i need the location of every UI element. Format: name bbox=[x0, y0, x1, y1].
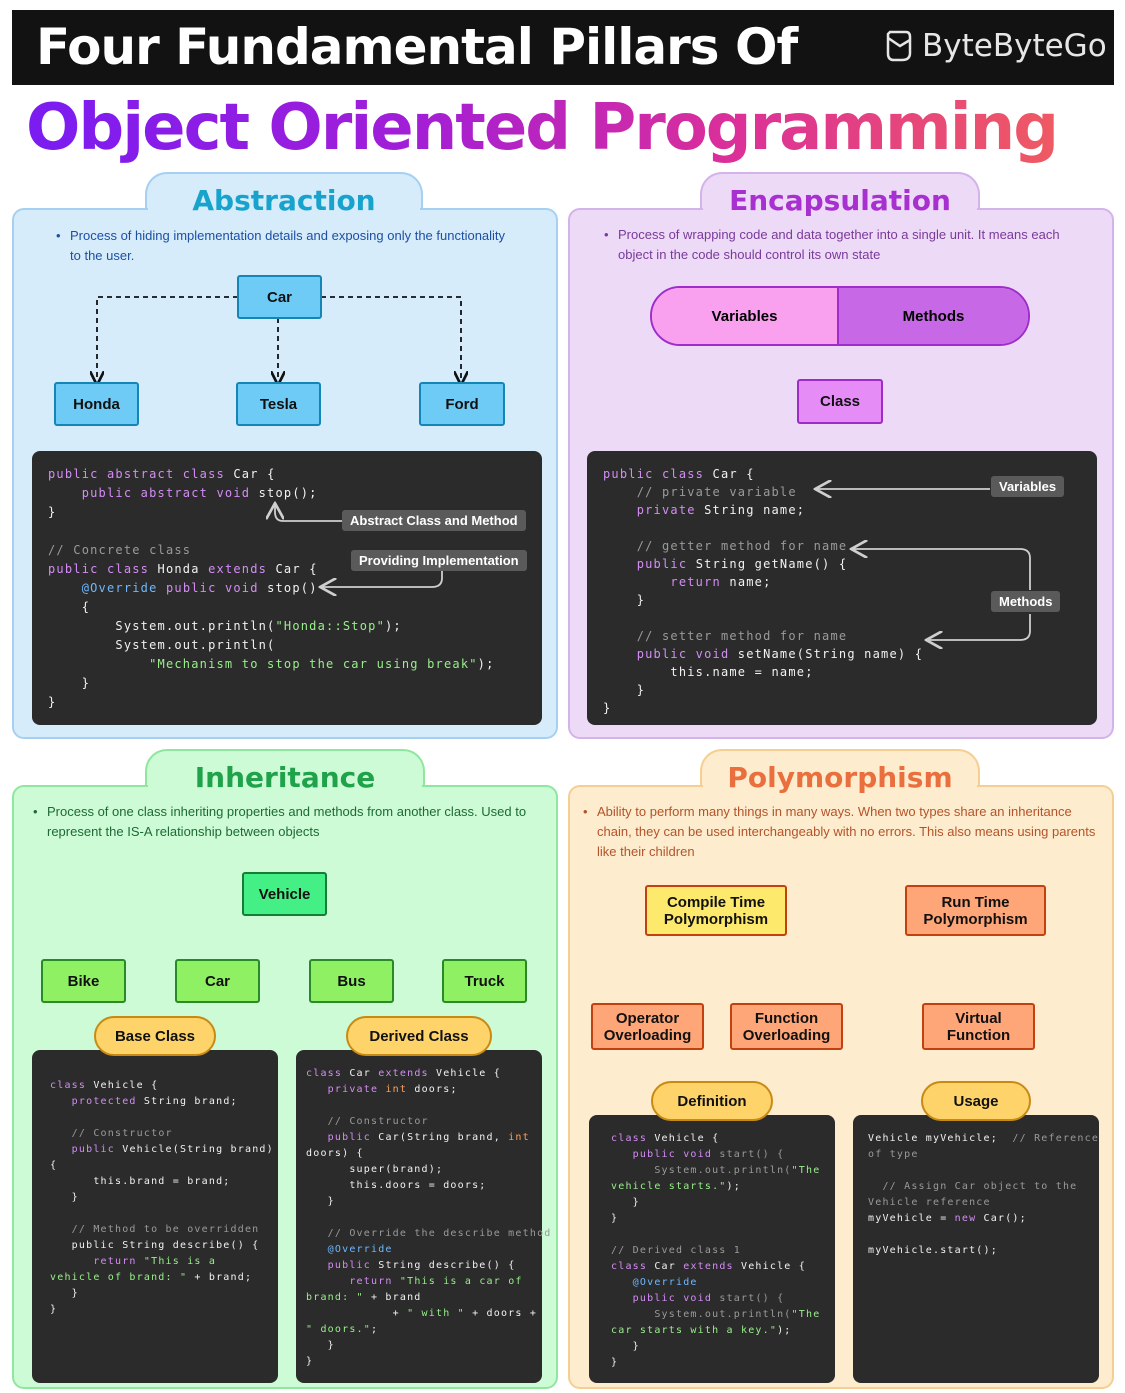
methods-pill: Methods bbox=[839, 288, 1028, 344]
header-bar bbox=[12, 10, 1114, 85]
abstract-class-annotation: Abstract Class and Method bbox=[342, 510, 526, 531]
variables-pill: Variables bbox=[652, 288, 839, 344]
abstraction-description: •Process of hiding implementation detail… bbox=[56, 228, 506, 263]
brand-logo: ByteByteGo bbox=[884, 24, 1107, 68]
bytebytego-icon bbox=[884, 29, 914, 63]
class-box: Class bbox=[797, 379, 883, 424]
abstraction-title: Abstraction bbox=[192, 184, 376, 217]
bike-box: Bike bbox=[41, 959, 126, 1003]
compile-time-box: Compile Time Polymorphism bbox=[645, 885, 787, 936]
encapsulation-description: •Process of wrapping code and data toget… bbox=[604, 227, 1060, 262]
base-class-code-block: class Vehicle { protected String brand; … bbox=[32, 1050, 278, 1383]
operator-overloading-box: Operator Overloading bbox=[591, 1003, 704, 1050]
usage-label: Usage bbox=[921, 1081, 1031, 1121]
page-subtitle: Object Oriented Programming bbox=[26, 88, 1059, 168]
variables-annotation: Variables bbox=[991, 476, 1065, 497]
vehicle-parent-box: Vehicle bbox=[242, 872, 327, 916]
providing-implementation-annotation: Providing Implementation bbox=[351, 550, 527, 571]
polymorphism-description: •Ability to perform many things in many … bbox=[583, 804, 1096, 859]
abstraction-code-block: public abstract class Car { public abstr… bbox=[32, 451, 542, 725]
car-parent-box: Car bbox=[237, 275, 322, 319]
honda-box: Honda bbox=[54, 382, 139, 426]
definition-label: Definition bbox=[651, 1081, 773, 1121]
encapsulation-title: Encapsulation bbox=[729, 184, 951, 217]
function-overloading-box: Function Overloading bbox=[730, 1003, 843, 1050]
derived-class-label: Derived Class bbox=[346, 1016, 492, 1056]
methods-annotation: Methods bbox=[991, 591, 1061, 612]
variables-methods-pill: Variables Methods bbox=[650, 286, 1030, 346]
encapsulation-tab bbox=[700, 172, 980, 212]
bus-box: Bus bbox=[309, 959, 394, 1003]
page-title: Four Fundamental Pillars Of bbox=[36, 18, 798, 76]
inheritance-title: Inheritance bbox=[194, 761, 376, 794]
virtual-function-box: Virtual Function bbox=[922, 1003, 1035, 1050]
brand-name: ByteByteGo bbox=[922, 28, 1107, 64]
usage-code-block: Vehicle myVehicle; // Reference of type … bbox=[853, 1115, 1099, 1383]
run-time-box: Run Time Polymorphism bbox=[905, 885, 1046, 936]
abstraction-tab bbox=[145, 172, 423, 212]
tesla-box: Tesla bbox=[236, 382, 321, 426]
derived-class-code-block: class Car extends Vehicle { private int … bbox=[296, 1050, 550, 1383]
definition-code-block: class Vehicle { public void start() { Sy… bbox=[589, 1115, 835, 1383]
truck-box: Truck bbox=[442, 959, 527, 1003]
car-box: Car bbox=[175, 959, 260, 1003]
base-class-label: Base Class bbox=[94, 1016, 216, 1056]
inheritance-description: •Process of one class inheriting propert… bbox=[33, 804, 527, 839]
polymorphism-title: Polymorphism bbox=[727, 761, 953, 794]
ford-box: Ford bbox=[419, 382, 505, 426]
polymorphism-tab bbox=[700, 749, 980, 789]
inheritance-tab bbox=[145, 749, 425, 789]
